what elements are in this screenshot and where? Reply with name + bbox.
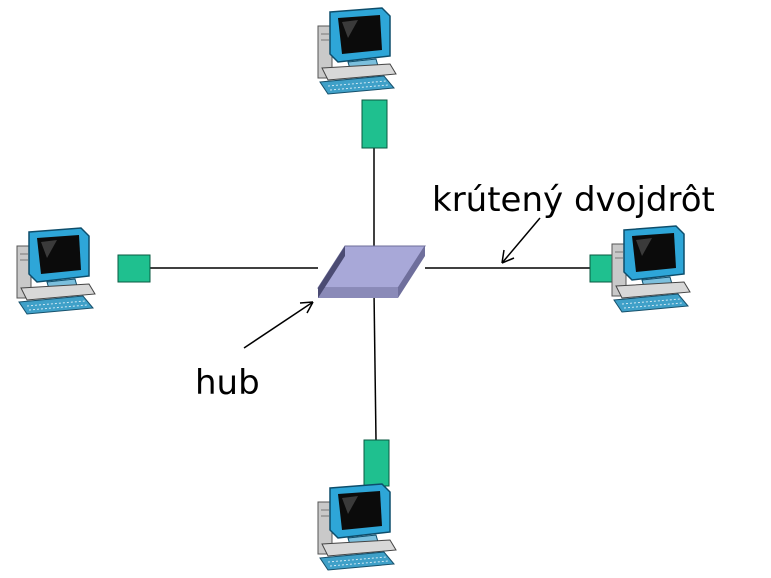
hub-label-arrow <box>243 301 314 349</box>
hub-device <box>317 245 426 298</box>
computer-left-icon <box>16 227 96 315</box>
cable-bottom <box>373 291 377 441</box>
computer-bottom-icon <box>317 483 397 571</box>
connector-top <box>361 99 388 149</box>
computer-top-icon <box>317 7 397 95</box>
computer-right-icon <box>611 225 691 313</box>
cable-label: krútený dvojdrôt <box>432 180 715 220</box>
connector-bottom <box>363 439 390 487</box>
hub-label: hub <box>195 363 260 403</box>
connector-left <box>117 254 151 283</box>
cable-label-arrow <box>501 217 541 264</box>
